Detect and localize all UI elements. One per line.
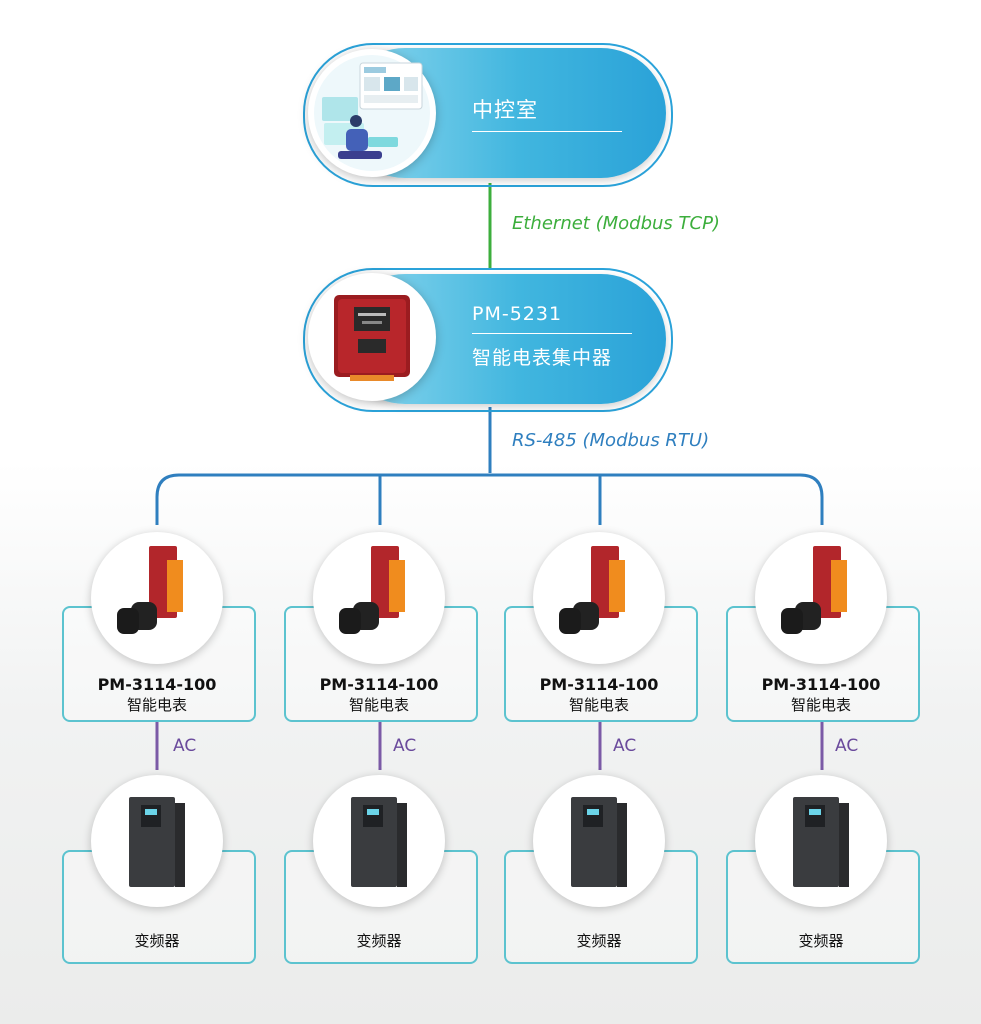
meter-device-icon <box>117 546 183 634</box>
meter-image-2 <box>313 532 445 664</box>
meter-model-3: PM-3114-100 <box>539 675 659 694</box>
control-room-underline <box>472 131 622 132</box>
ac-label-1: AC <box>173 736 197 756</box>
ethernet-label: Ethernet (Modbus TCP) <box>512 213 720 234</box>
drive-name-4: 变频器 <box>798 932 844 950</box>
ac-label-4: AC <box>835 736 859 756</box>
meter-name-4: 智能电表 <box>790 696 851 714</box>
drive-name-1: 变频器 <box>134 932 180 950</box>
control-room-outline <box>303 43 673 187</box>
meter-name-1: 智能电表 <box>126 696 187 714</box>
meter-model-1: PM-3114-100 <box>97 675 217 694</box>
control-room-title: 中控室 <box>472 98 538 122</box>
drive-device-icon <box>793 797 849 887</box>
ac-label-3: AC <box>613 736 637 756</box>
rs485-label: RS-485 (Modbus RTU) <box>512 430 710 451</box>
rs485-bus-line <box>155 473 824 525</box>
meter-name-3: 智能电表 <box>568 696 629 714</box>
pm-5231-device-icon <box>334 295 410 381</box>
meter-device-icon <box>339 546 405 634</box>
meter-model-2: PM-3114-100 <box>319 675 439 694</box>
control-room-image <box>308 49 436 177</box>
drive-image-1 <box>91 775 223 907</box>
ac-label-2: AC <box>393 736 417 756</box>
drive-image-3 <box>533 775 665 907</box>
drive-name-2: 变频器 <box>356 932 402 950</box>
drive-device-icon <box>351 797 407 887</box>
concentrator-image <box>308 273 436 401</box>
drive-device-icon <box>571 797 627 887</box>
concentrator-model: PM-5231 <box>472 303 563 325</box>
meter-image-3 <box>533 532 665 664</box>
concentrator-outline <box>303 268 673 412</box>
drive-name-3: 变频器 <box>576 932 622 950</box>
control-room-illustration <box>314 55 430 171</box>
meter-model-4: PM-3114-100 <box>761 675 881 694</box>
meter-image-4 <box>755 532 887 664</box>
drive-image-2 <box>313 775 445 907</box>
drive-device-icon <box>129 797 185 887</box>
meter-name-2: 智能电表 <box>348 696 409 714</box>
meter-device-icon <box>559 546 625 634</box>
meter-device-icon <box>781 546 847 634</box>
drive-image-4 <box>755 775 887 907</box>
concentrator-name: 智能电表集中器 <box>472 347 613 369</box>
meter-image-1 <box>91 532 223 664</box>
concentrator-divider <box>472 333 632 334</box>
